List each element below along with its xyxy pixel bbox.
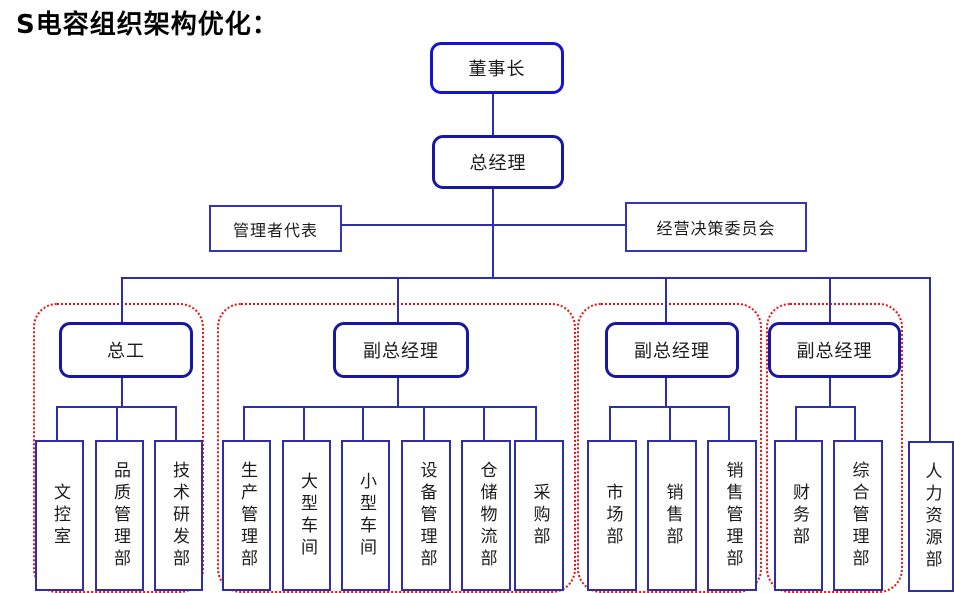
stem-group3	[665, 372, 667, 406]
bar-group4	[795, 406, 856, 408]
drop-chief-engineer	[121, 278, 123, 322]
connector-main-horizontal	[121, 277, 931, 279]
stem-group4	[829, 372, 831, 406]
dept-box-production-mgmt: 生产管理部	[222, 440, 271, 591]
drop-group2-child6	[535, 407, 537, 440]
page-title: S电容组织架构优化：	[16, 10, 279, 40]
drop-group3-child1	[609, 407, 611, 440]
general-manager-box: 总经理	[432, 135, 564, 189]
connector-chairman-gm	[492, 88, 494, 135]
committee-box: 经营决策委员会	[625, 202, 807, 252]
deputy-gm-sales-box: 副总经理	[605, 322, 739, 378]
stem-group2	[397, 372, 399, 406]
drop-deputy-sales	[665, 278, 667, 322]
connector-committee	[494, 224, 625, 226]
group-outline-sales	[577, 303, 762, 593]
deputy-gm-production-box: 副总经理	[333, 322, 469, 378]
dept-box-general-mgmt: 综合管理部	[833, 440, 883, 591]
group-outline-engineering	[33, 303, 204, 593]
chief-engineer-box: 总工	[59, 322, 193, 378]
group-outline-production	[217, 303, 576, 593]
drop-hr	[929, 278, 931, 441]
bar-group2	[243, 406, 537, 408]
drop-group2-child3	[362, 407, 364, 440]
stem-group1	[121, 372, 123, 406]
dept-box-finance: 财务部	[774, 440, 823, 591]
drop-group1-child2	[116, 407, 118, 440]
group-outline-finance	[766, 303, 903, 593]
dept-box-purchasing: 采购部	[514, 440, 564, 591]
drop-group2-child2	[303, 407, 305, 440]
drop-group3-child2	[669, 407, 671, 440]
dept-box-hr: 人力资源部	[908, 441, 954, 592]
dept-box-quality-mgmt: 品质管理部	[95, 440, 144, 591]
dept-box-sales: 销售部	[647, 440, 697, 591]
dept-box-rnd: 技术研发部	[154, 440, 203, 591]
dept-box-equipment-mgmt: 设备管理部	[401, 440, 451, 591]
dept-box-small-workshop: 小型车间	[341, 440, 390, 591]
drop-group2-child4	[423, 407, 425, 440]
chairman-box: 董事长	[430, 42, 564, 94]
drop-deputy-production	[397, 278, 399, 322]
dept-box-large-workshop: 大型车间	[282, 440, 331, 591]
dept-box-warehouse-logistics: 仓储物流部	[461, 440, 511, 591]
dept-box-sales-mgmt: 销售管理部	[707, 440, 757, 591]
drop-group2-child1	[243, 407, 245, 440]
drop-group3-child3	[728, 407, 730, 440]
drop-deputy-finance	[829, 278, 831, 322]
management-rep-box: 管理者代表	[209, 205, 342, 252]
connector-gm-mainline	[492, 183, 494, 278]
dept-box-document-control: 文控室	[35, 440, 84, 591]
connector-management-rep	[338, 224, 492, 226]
drop-group4-child1	[795, 407, 797, 440]
drop-group1-child3	[175, 407, 177, 440]
deputy-gm-finance-box: 副总经理	[768, 322, 901, 378]
drop-group1-child1	[56, 407, 58, 440]
drop-group2-child5	[483, 407, 485, 440]
dept-box-marketing: 市场部	[587, 440, 637, 591]
drop-group4-child2	[854, 407, 856, 440]
